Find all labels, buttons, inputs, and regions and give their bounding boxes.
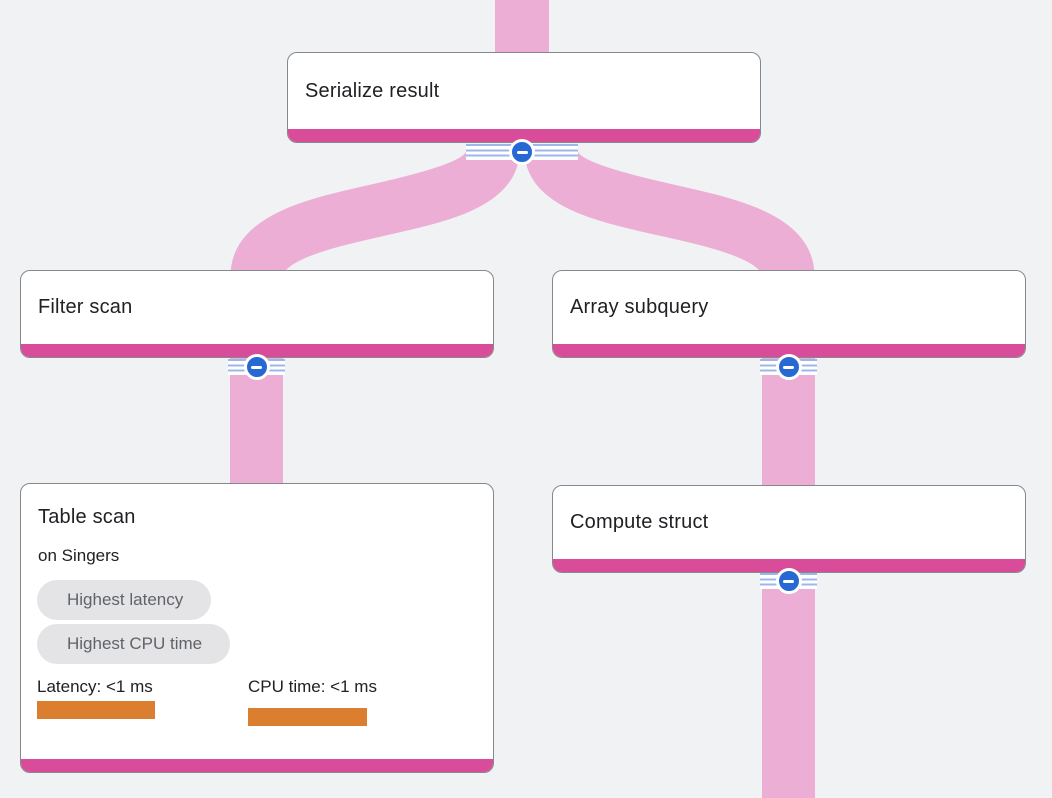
metric-bar-latency: [37, 701, 155, 719]
metric-label: CPU time: <1 ms: [248, 677, 377, 696]
collapse-button-filter-scan[interactable]: [228, 353, 285, 381]
flow-serialize-to-filter: [230, 145, 520, 281]
metric-label: Latency: <1 ms: [37, 677, 153, 696]
collapse-button-array-subquery[interactable]: [760, 353, 817, 381]
collapse-minus-icon: [775, 568, 802, 594]
collapse-minus-icon: [509, 139, 535, 165]
node-accent-bar: [553, 559, 1025, 572]
metric-cpu-time: CPU time: <1 ms: [248, 677, 377, 726]
collapse-minus-icon: [243, 354, 270, 380]
collapse-button-compute-struct[interactable]: [760, 567, 817, 595]
node-serialize-result[interactable]: Serialize result: [287, 52, 761, 143]
badge-highest-cpu-time: Highest CPU time: [37, 624, 231, 664]
badge-highest-latency: Highest latency: [37, 580, 212, 620]
node-accent-bar: [288, 129, 760, 142]
node-accent-bar: [553, 344, 1025, 357]
metric-bar-cpu-time: [248, 708, 367, 726]
collapse-button-serialize-result[interactable]: [466, 138, 578, 166]
node-title: Filter scan: [38, 296, 133, 318]
flow-serialize-to-array: [524, 145, 815, 281]
node-subtitle: on Singers: [38, 546, 120, 565]
metric-latency: Latency: <1 ms: [37, 677, 155, 719]
node-array-subquery[interactable]: Array subquery: [552, 270, 1026, 358]
node-title: Table scan: [38, 506, 136, 528]
collapse-minus-icon: [775, 354, 802, 380]
node-title: Compute struct: [570, 511, 709, 533]
node-filter-scan[interactable]: Filter scan: [20, 270, 494, 358]
node-table-scan[interactable]: Table scan on Singers Highest latency Hi…: [20, 483, 494, 773]
flow-compute-down: [762, 566, 815, 798]
node-accent-bar: [21, 344, 493, 357]
node-accent-bar: [21, 759, 493, 772]
node-compute-struct[interactable]: Compute struct: [552, 485, 1026, 573]
flow-top-entry: [495, 0, 549, 56]
node-title: Serialize result: [305, 79, 440, 102]
node-title: Array subquery: [570, 296, 709, 318]
